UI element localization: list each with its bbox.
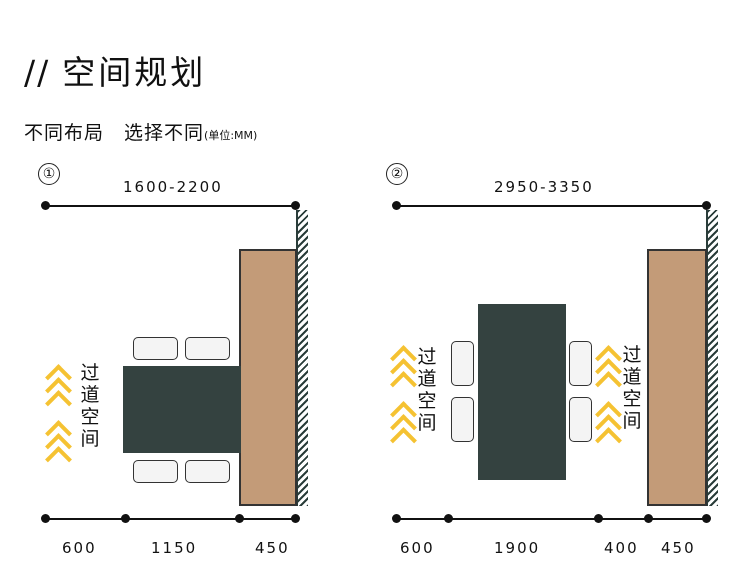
layout-2-left-up-arrow-icon: [389, 345, 417, 398]
layout-1-bottom-dot: [121, 514, 130, 523]
layout-2-panel: ② 2950-3350 过道空间 过道空间 600 1900 400 450: [360, 0, 750, 583]
layout-1-chair: [185, 337, 230, 360]
layout-1-wall: [296, 210, 308, 506]
layout-2-right-up-arrow-icon: [594, 401, 622, 454]
layout-2-table: [478, 304, 566, 480]
layout-1-bottom-dot: [41, 514, 50, 523]
layout-1-total-width: 1600-2200: [123, 178, 223, 196]
layout-1-chair: [185, 460, 230, 483]
layout-2-counter: [647, 249, 707, 506]
layout-2-bottom-dot: [444, 514, 453, 523]
layout-1-panel: ① 1600-2200 过道空间 600 1150 450: [0, 0, 360, 583]
layout-2-chair: [569, 341, 592, 386]
layout-2-right-up-arrow-icon: [594, 345, 622, 398]
layout-2-bottom-dot: [702, 514, 711, 523]
layout-2-number: ②: [386, 163, 408, 185]
layout-2-segment-4: 450: [661, 539, 696, 557]
layout-2-segment-2: 1900: [494, 539, 541, 557]
layout-1-chair: [133, 337, 178, 360]
layout-1-bottom-dot: [291, 514, 300, 523]
layout-2-chair: [451, 397, 474, 442]
layout-1-top-dimension-line: [45, 205, 296, 207]
layout-2-chair: [569, 397, 592, 442]
layout-2-top-dimension-line: [396, 205, 706, 207]
layout-1-up-arrow-icon: [44, 420, 72, 473]
layout-2-segment-1: 600: [400, 539, 435, 557]
layout-2-left-up-arrow-icon: [389, 401, 417, 454]
layout-2-bottom-dot: [644, 514, 653, 523]
layout-1-top-dot-left: [41, 201, 50, 210]
layout-1-number: ①: [38, 163, 60, 185]
layout-1-table: [123, 366, 241, 453]
subtitle-part2: 选择不同: [124, 122, 205, 144]
layout-2-top-dot-left: [392, 201, 401, 210]
title-slashes: //: [24, 53, 51, 92]
page-subtitle: 不同布局选择不同(单位:MM): [24, 118, 257, 145]
layout-2-bottom-dot: [392, 514, 401, 523]
layout-2-segment-3: 400: [604, 539, 639, 557]
layout-1-segment-3: 450: [255, 539, 290, 557]
layout-2-total-width: 2950-3350: [494, 178, 594, 196]
layout-2-bottom-dimension-line: [396, 518, 706, 520]
subtitle-unit: (单位:MM): [204, 129, 258, 142]
layout-2-wall: [706, 210, 718, 506]
page-title: // 空间规划: [24, 46, 206, 94]
subtitle-part1: 不同布局: [24, 122, 105, 144]
layout-1-segment-2: 1150: [151, 539, 198, 557]
layout-1-top-dot-right: [291, 201, 300, 210]
title-text: 空间规划: [62, 53, 207, 92]
layout-2-chair: [451, 341, 474, 386]
layout-2-right-aisle-label: 过道空间: [622, 344, 642, 432]
layout-1-chair: [133, 460, 178, 483]
layout-2-top-dot-right: [702, 201, 711, 210]
layout-1-up-arrow-icon: [44, 364, 72, 417]
layout-1-aisle-label: 过道空间: [80, 362, 100, 450]
layout-1-segment-1: 600: [62, 539, 97, 557]
layout-1-counter: [239, 249, 297, 506]
layout-2-bottom-dot: [594, 514, 603, 523]
layout-2-left-aisle-label: 过道空间: [417, 346, 437, 434]
layout-1-bottom-dimension-line: [45, 518, 296, 520]
layout-1-bottom-dot: [235, 514, 244, 523]
